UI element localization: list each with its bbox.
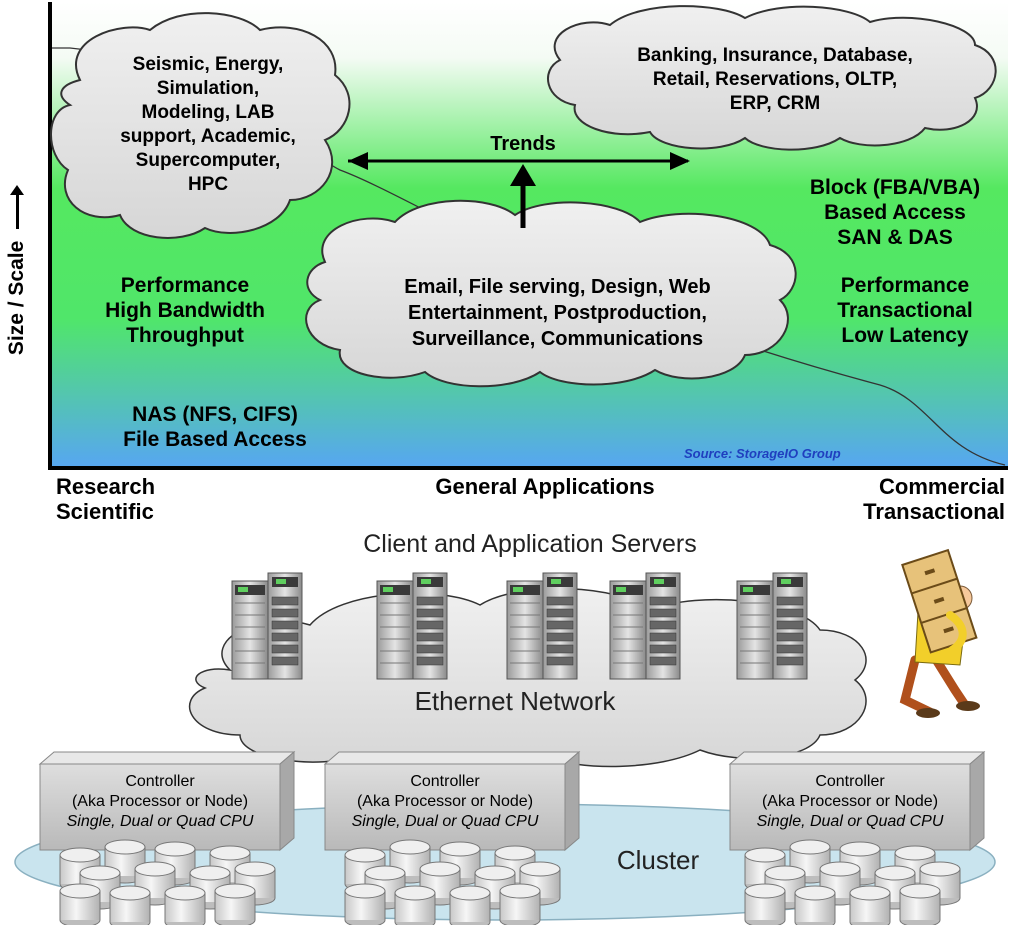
controller-cpu: Single, Dual or Quad CPU bbox=[351, 813, 539, 830]
right-performance-text: Performance Transactional Low Latency bbox=[800, 273, 1010, 348]
controller-aka: (Aka Processor or Node) bbox=[71, 793, 249, 810]
trends-arrowhead-up bbox=[510, 164, 536, 186]
research-line: Simulation, bbox=[156, 78, 260, 99]
research-line: support, Academic, bbox=[120, 126, 296, 147]
research-line: Supercomputer, bbox=[135, 150, 281, 171]
disk-icon bbox=[109, 885, 151, 925]
controller-text-3: Controller (Aka Processor or Node) Singl… bbox=[730, 772, 970, 832]
commercial-cloud bbox=[547, 5, 997, 151]
category-middle: General Applications bbox=[435, 474, 655, 499]
disk-icon bbox=[214, 883, 256, 925]
disk-icon bbox=[394, 885, 436, 925]
research-cloud-text: Seismic, Energy, Simulation, Modeling, L… bbox=[88, 53, 328, 197]
left-perf-line: Throughput bbox=[126, 324, 244, 347]
disk-icon bbox=[449, 885, 491, 925]
controller-aka: (Aka Processor or Node) bbox=[761, 793, 939, 810]
general-line: Email, File serving, Design, Web bbox=[404, 276, 711, 298]
disk-icon bbox=[744, 883, 786, 925]
category-right-line: Transactional bbox=[863, 499, 1005, 524]
source-credit: Source: StorageIO Group bbox=[684, 446, 841, 461]
commercial-line: Retail, Reservations, OLTP, bbox=[652, 69, 898, 90]
research-line: HPC bbox=[187, 174, 229, 195]
commercial-cloud-text: Banking, Insurance, Database, Retail, Re… bbox=[580, 44, 970, 116]
left-performance-text: Performance High Bandwidth Throughput bbox=[70, 273, 300, 348]
research-line: Seismic, Energy, bbox=[132, 54, 284, 75]
trends-label: Trends bbox=[490, 133, 556, 155]
controller-cpu: Single, Dual or Quad CPU bbox=[66, 813, 254, 830]
category-left-line: Research bbox=[56, 474, 156, 499]
commercial-line: ERP, CRM bbox=[729, 93, 821, 114]
category-left-line: Scientific bbox=[56, 499, 154, 524]
disk-icon bbox=[164, 885, 206, 925]
left-access-text: NAS (NFS, CIFS) File Based Access bbox=[90, 402, 340, 452]
controller-title: Controller bbox=[410, 773, 480, 790]
disk-icon bbox=[499, 883, 541, 925]
controller-title: Controller bbox=[125, 773, 195, 790]
left-access-line: File Based Access bbox=[123, 428, 307, 451]
commercial-line: Banking, Insurance, Database, bbox=[637, 45, 913, 66]
disk-icon bbox=[59, 883, 101, 925]
server-group bbox=[231, 572, 808, 680]
server-icon bbox=[506, 572, 578, 680]
left-perf-line: Performance bbox=[120, 274, 250, 297]
disk-group bbox=[59, 839, 961, 925]
category-right: Commercial Transactional bbox=[800, 474, 1005, 524]
controller-aka: (Aka Processor or Node) bbox=[356, 793, 534, 810]
controller-cpu: Single, Dual or Quad CPU bbox=[756, 813, 944, 830]
right-perf-line: Low Latency bbox=[841, 324, 969, 347]
servers-title: Client and Application Servers bbox=[363, 530, 697, 558]
general-line: Entertainment, Postproduction, bbox=[408, 302, 707, 324]
general-cloud bbox=[305, 199, 797, 388]
trends-arrowhead-left bbox=[348, 152, 368, 170]
y-axis-label-text: Size / Scale bbox=[5, 240, 28, 356]
general-line: Surveillance, Communications bbox=[411, 328, 704, 350]
controller-box-3 bbox=[728, 750, 986, 852]
controller-text-2: Controller (Aka Processor or Node) Singl… bbox=[325, 772, 565, 832]
server-icon bbox=[231, 572, 303, 680]
general-cloud-text: Email, File serving, Design, Web Enterta… bbox=[335, 274, 780, 352]
left-access-line: NAS (NFS, CIFS) bbox=[132, 403, 298, 426]
research-cloud bbox=[50, 12, 351, 239]
right-block-text: Block (FBA/VBA) Based Access SAN & DAS bbox=[780, 175, 1010, 250]
disk-icon bbox=[794, 885, 836, 925]
y-axis-label: Size / Scale bbox=[2, 184, 32, 358]
category-right-line: Commercial bbox=[879, 474, 1005, 499]
server-icon bbox=[609, 572, 681, 680]
right-block-line: Based Access bbox=[824, 201, 966, 224]
right-perf-line: Performance bbox=[840, 274, 970, 297]
y-axis-arrow-icon bbox=[9, 184, 24, 229]
research-line: Modeling, LAB bbox=[141, 102, 275, 123]
disk-icon bbox=[849, 885, 891, 925]
server-icon bbox=[376, 572, 448, 680]
right-block-line: Block (FBA/VBA) bbox=[809, 176, 981, 199]
ethernet-label: Ethernet Network bbox=[414, 686, 616, 716]
disk-icon bbox=[344, 883, 386, 925]
disk-icon bbox=[899, 883, 941, 925]
right-block-line: SAN & DAS bbox=[837, 226, 953, 249]
cluster-label: Cluster bbox=[616, 845, 700, 875]
server-icon bbox=[736, 572, 808, 680]
category-left: Research Scientific bbox=[56, 474, 155, 524]
controller-box-2 bbox=[323, 750, 581, 852]
trends-arrowhead-right bbox=[670, 152, 690, 170]
controller-text-1: Controller (Aka Processor or Node) Singl… bbox=[40, 772, 280, 832]
controller-box-1 bbox=[38, 750, 296, 852]
left-perf-line: High Bandwidth bbox=[105, 299, 265, 322]
right-perf-line: Transactional bbox=[837, 299, 973, 322]
person-carrying-cabinet-icon bbox=[899, 548, 980, 718]
controller-title: Controller bbox=[815, 773, 885, 790]
